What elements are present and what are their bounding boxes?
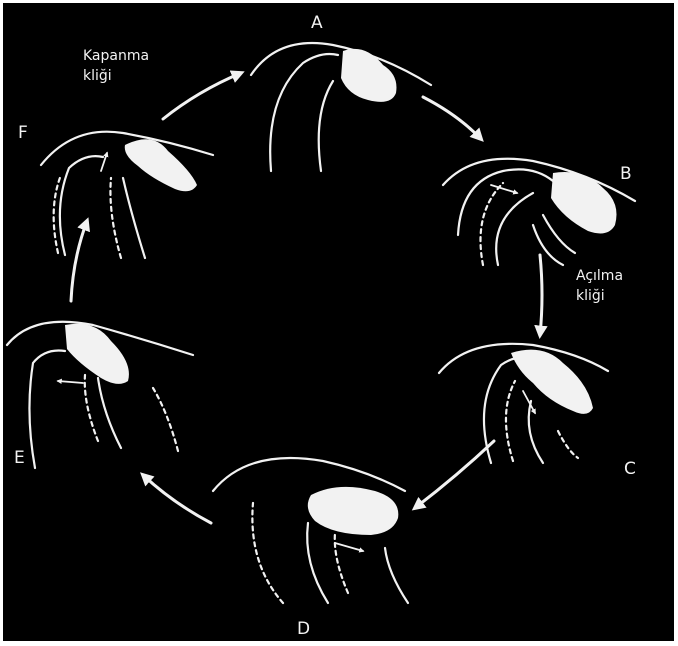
closing-click-annotation: Kapanma kliği (83, 46, 149, 86)
valve-stage-b (443, 159, 635, 265)
arrow-a-to-b (423, 97, 481, 139)
valve-leaflet-b (551, 172, 617, 233)
valve-leaflet-d (308, 487, 399, 535)
valve-stage-a (251, 43, 431, 171)
diagram-canvas: A B C D E F Kapanma kliği Açılma kliği (3, 3, 674, 641)
stage-label-c: C (624, 459, 636, 479)
flow-arrow-d (335, 543, 363, 551)
stage-label-e: E (14, 448, 25, 468)
valve-leaflet-a (341, 49, 396, 102)
valve-stage-f (41, 132, 213, 258)
arrow-b-to-c (540, 255, 542, 335)
opening-click-annotation: Açılma kliği (576, 266, 623, 306)
valve-stage-e (7, 322, 193, 468)
stage-label-f: F (18, 123, 28, 143)
arrow-e-to-f (71, 221, 87, 301)
valve-stage-d (213, 458, 408, 603)
valve-stage-c (439, 344, 608, 463)
stage-label-d: D (297, 619, 310, 639)
stage-label-a: A (311, 13, 323, 33)
arrow-c-to-d (415, 441, 494, 508)
arrow-f-to-a (163, 73, 241, 119)
arrow-d-to-e (143, 475, 211, 523)
valve-leaflet-c (511, 350, 593, 414)
stage-label-b: B (620, 164, 632, 184)
flow-arrow-e (58, 381, 83, 383)
cycle-diagram (3, 3, 674, 641)
